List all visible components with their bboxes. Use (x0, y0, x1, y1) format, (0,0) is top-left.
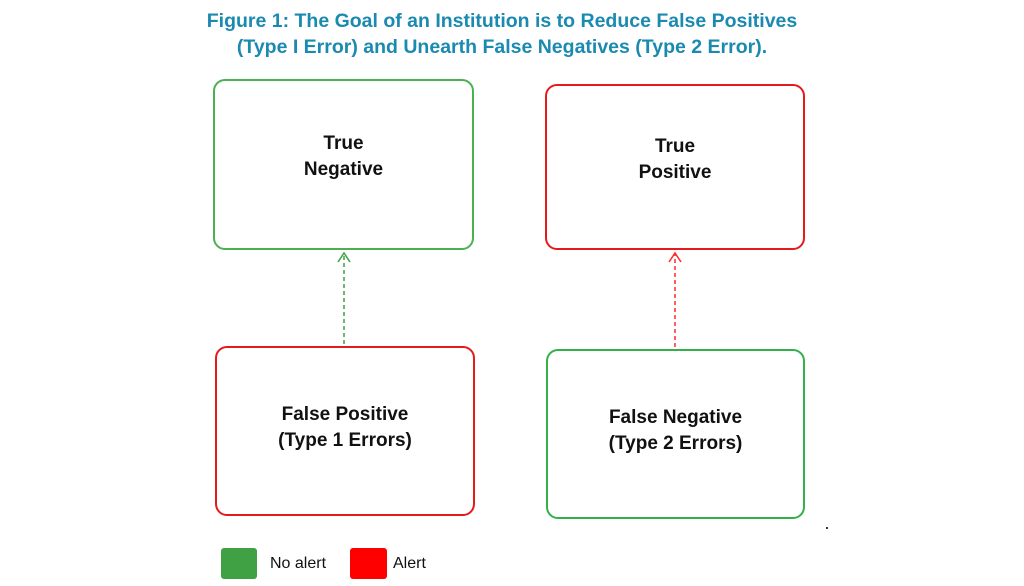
false-positive-to-true-negative-arrow (337, 251, 351, 344)
false-negative-box: False Negative (Type 2 Errors) (546, 349, 805, 519)
figure-title-line-2: (Type I Error) and Unearth False Negativ… (236, 36, 768, 58)
false-negative-label-line-2: (Type 2 Errors) (608, 433, 743, 454)
figure-title-line-1: Figure 1: The Goal of an Institution is … (206, 10, 798, 32)
no-alert-swatch (221, 548, 257, 579)
false-negative-to-true-positive-arrow (668, 251, 682, 347)
alert-swatch (350, 548, 387, 579)
true-positive-box: True Positive (545, 84, 805, 250)
false-positive-label-line-1: False Positive (281, 404, 409, 425)
true-negative-label-line-2: Negative (303, 158, 384, 180)
false-positive-label-line-2: (Type 1 Errors) (278, 430, 412, 451)
stray-dot (826, 527, 828, 529)
no-alert-label: No alert (270, 555, 327, 572)
false-negative-label-line-1: False Negative (608, 407, 743, 428)
alert-label: Alert (393, 555, 426, 572)
figure-title: Figure 1: The Goal of an Institution is … (0, 8, 1004, 60)
false-positive-box: False Positive (Type 1 Errors) (215, 346, 475, 516)
true-positive-label-line-1: True (654, 136, 696, 157)
true-positive-label-line-2: Positive (638, 162, 712, 183)
true-negative-box: True Negative (213, 79, 474, 250)
true-negative-label-line-1: True (323, 132, 364, 154)
